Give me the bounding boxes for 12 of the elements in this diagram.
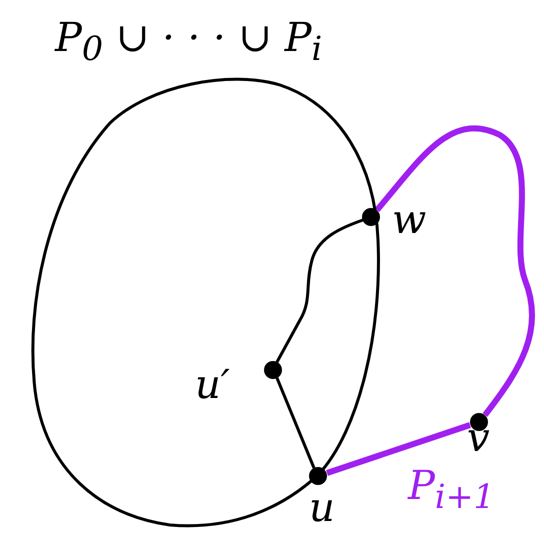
path-curve — [326, 422, 471, 476]
set-label: P$_{0}$ ∪ · · · ∪ P$_{i}$ — [55, 18, 322, 66]
point — [470, 413, 488, 431]
edge-line — [276, 377, 316, 469]
point — [309, 467, 327, 485]
point — [264, 361, 282, 379]
point-label: u′ — [195, 365, 230, 405]
edge-line — [276, 218, 364, 363]
point-label: v — [467, 418, 490, 458]
path-curve — [374, 126, 536, 417]
point-label: u — [309, 488, 335, 528]
point-label: w — [392, 200, 426, 240]
